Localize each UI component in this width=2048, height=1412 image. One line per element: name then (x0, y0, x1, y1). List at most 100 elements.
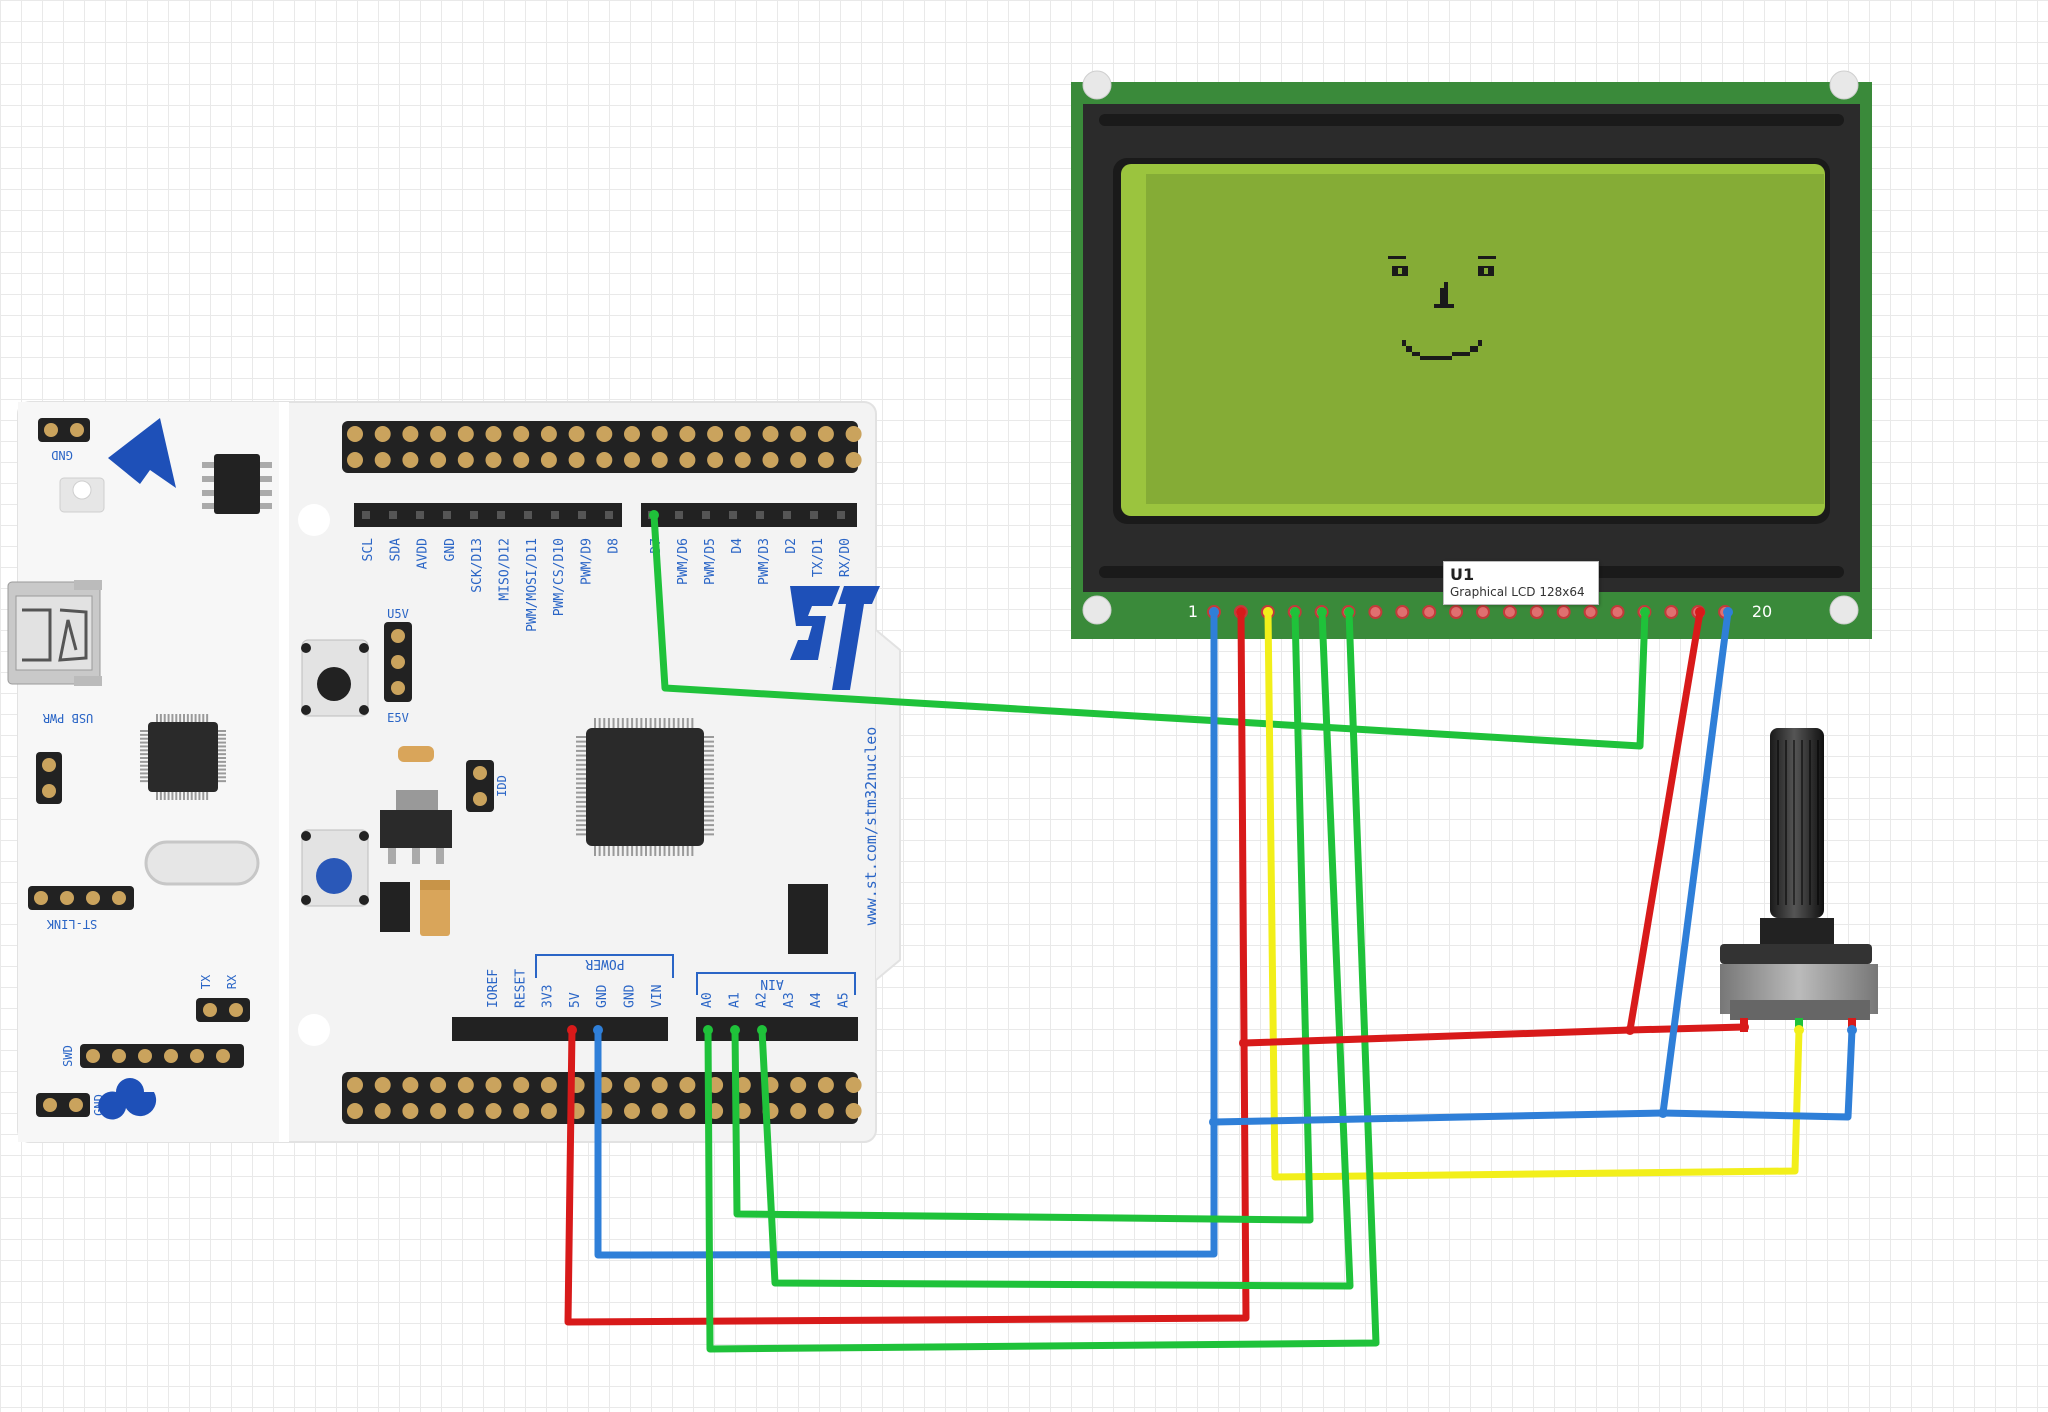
morpho-pin (651, 452, 668, 468)
morpho-pin (540, 1103, 557, 1119)
ic-pin (677, 846, 680, 856)
wire-end (1236, 607, 1246, 617)
morpho-pin (845, 452, 862, 468)
ic-pin (631, 718, 634, 728)
potentiometer[interactable] (1720, 728, 1878, 1032)
lcd-pin-pad (1502, 605, 1517, 619)
wire-end (1209, 1117, 1219, 1127)
ain-header (696, 1017, 858, 1041)
ic-pin (140, 780, 148, 783)
morpho-pin (790, 1103, 807, 1119)
ic-pin (576, 777, 586, 780)
ic-pin (576, 782, 586, 785)
morpho-pin (817, 1077, 834, 1093)
morpho-pin (568, 426, 585, 442)
ic-pin (218, 772, 226, 775)
morpho-pin (624, 1103, 640, 1119)
morpho-pin (734, 426, 751, 442)
lcd-pin-first: 1 (1188, 602, 1198, 621)
ic-pin (645, 718, 647, 728)
ic-pin (163, 714, 166, 722)
ic-pin (140, 749, 148, 752)
wire-blue (1210, 1109, 1667, 1126)
ic-pin (672, 846, 675, 856)
ic-pin (218, 768, 226, 771)
wire-yellow (1264, 608, 1803, 1181)
arduino-header-1 (354, 503, 622, 527)
morpho-header-top (342, 421, 862, 473)
power-header (452, 1017, 668, 1041)
power-bracket (535, 954, 674, 978)
ic-pin (576, 754, 586, 757)
morpho-pin (817, 1103, 834, 1119)
lcd-pin-pad (1556, 605, 1571, 619)
header-pin (729, 511, 737, 519)
ic-pin (218, 757, 226, 759)
lcd-pin-pad (1529, 605, 1544, 619)
ic-pin (603, 718, 606, 728)
jp-idd (466, 760, 494, 812)
jp-5v-select (384, 622, 412, 702)
ic-pin (140, 733, 148, 736)
ain-label: A3 (782, 992, 797, 1008)
header-pin (551, 511, 559, 519)
wire-green (704, 608, 1380, 1353)
user-button[interactable] (301, 829, 369, 907)
ic-pin (218, 760, 226, 763)
ic-pin (663, 846, 666, 856)
power-label: RESET (513, 969, 528, 1008)
ic-pin (704, 796, 714, 799)
ic-pin (640, 718, 643, 728)
ic-pin (621, 846, 624, 856)
header-pin (605, 511, 613, 519)
power-label: 3V3 (541, 985, 556, 1008)
wire-end (649, 510, 659, 520)
ic-pin (140, 745, 148, 748)
mount-hole-2 (298, 1014, 330, 1046)
ic-pin (576, 736, 586, 738)
ic-pin (159, 792, 162, 800)
ic-pin (686, 846, 689, 856)
ic-pin (704, 745, 714, 748)
morpho-pin (540, 452, 557, 468)
morpho-pin (845, 1103, 862, 1119)
header-pin (416, 511, 424, 519)
morpho-pin (374, 452, 391, 468)
ic-pin (607, 718, 610, 728)
ic-pin (175, 714, 178, 722)
header-pin (756, 511, 764, 519)
ic-pin (140, 760, 148, 763)
ic-pin (171, 792, 174, 800)
ic-pin (704, 740, 714, 743)
wire-green (731, 608, 1314, 1224)
morpho-pin (374, 426, 391, 442)
morpho-pin (347, 452, 363, 468)
ic-pin (171, 714, 174, 722)
ic-pin (576, 805, 586, 808)
lcd-pin-pad (1368, 605, 1383, 619)
ic-pin (218, 749, 226, 752)
wire-end (703, 1025, 713, 1035)
ic-pin (686, 718, 689, 728)
ic-pin (626, 718, 629, 728)
pot-collar (1760, 918, 1834, 948)
pot-nut (1720, 944, 1872, 964)
morpho-pin (817, 426, 834, 442)
wire-end (1739, 1022, 1749, 1032)
morpho-pin (624, 452, 640, 468)
wire-end (757, 1025, 767, 1035)
wire-end (1695, 607, 1705, 617)
diode-and-cap (380, 880, 450, 936)
header-label: SCL (361, 538, 376, 562)
capacitor-small (398, 746, 434, 762)
wire-red (564, 608, 1250, 1326)
morpho-pin (540, 1077, 557, 1093)
rx-label: RX (225, 974, 239, 989)
ic-pin (654, 846, 657, 856)
wire-end (567, 1025, 577, 1035)
header-label: PWM/D3 (757, 538, 772, 585)
ic-pin (183, 792, 185, 800)
lcd-module[interactable]: 1 20 (1071, 70, 1872, 639)
ic-pin (704, 749, 714, 752)
reset-button[interactable] (301, 639, 369, 717)
